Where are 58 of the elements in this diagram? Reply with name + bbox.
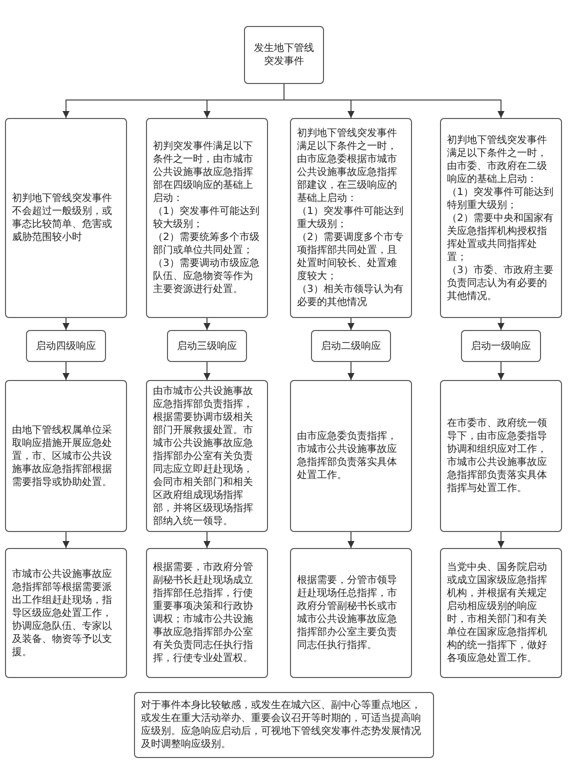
process-box xyxy=(290,548,412,678)
process-box xyxy=(5,380,127,532)
box-text: （2）需要调度多个市专项指挥部共同处置，且处置时间较长、处置难度较大； xyxy=(297,231,404,283)
arrow xyxy=(284,84,504,118)
box-text: 对于事件本身比较敏感，或发生在城六区、副中心等重点地区，或发生在重大活动举办、重要会议召开等时期的，可适当提高响应级别。应急响应启动后，可视地下管线突发事件态势发展情况及时调整响应级别。 xyxy=(141,699,422,751)
box-text: 由市应急委负责指挥，市城市公共设施事故应急指挥部负责落实具体处置工作。 xyxy=(297,430,398,482)
process-box xyxy=(440,118,562,318)
start-box xyxy=(244,26,324,84)
box-text: 初判地下管线突发事件满足以下条件之一时，由市委、市政府在二级响应的基础上启动： xyxy=(447,134,548,186)
box-text: 初判突发事件满足以下条件之一时，由市城市公共设施事故应急指挥部在四级响应的基础上启动： xyxy=(153,140,254,205)
box-text: （2）需要中央和国家有关应急指挥机构授权指挥处置或共同指挥处置； xyxy=(447,212,554,264)
box-text: 启动三级响应 xyxy=(177,340,237,352)
response-level-box xyxy=(461,330,541,362)
note-box xyxy=(134,692,434,758)
arrow xyxy=(498,362,504,380)
arrow xyxy=(498,532,504,548)
arrow xyxy=(62,362,70,380)
process-box xyxy=(440,548,562,678)
box-text: 在市委市、政府统一领导下，由市应急委指导协调和组织应对工作，市城市公共设施事故应急指挥部负责落实具体指挥与处置工作。 xyxy=(447,417,548,495)
box-text: 启动一级响应 xyxy=(471,340,531,352)
box-text: 由市城市公共设施事故应急指挥部负责指挥，根据需要协调市级相关部门开展救援处置。市城市公共设施事故应急指挥部办公室有关负责同志应立即赶赴现场，会同市相关部门和相关区政府组成现场指挥部，并将区级现场指挥部纳入统一领导。 xyxy=(153,384,254,528)
process-box xyxy=(5,118,127,318)
process-box xyxy=(290,118,412,318)
box-text: （1）突发事件可能达到重大级别； xyxy=(297,205,404,231)
box-text: 根据需要，市政府分管副秘书长赶赴现场成立指挥部任总指挥，行使重要事项决策和行政协调权；市城市公共设施事故应急指挥部办公室有关负责同志任执行指挥，行使专业处置权。 xyxy=(153,561,254,665)
response-level-box xyxy=(167,330,247,362)
box-text: （1）突发事件可能达到较大级别； xyxy=(153,205,260,231)
response-level-box xyxy=(311,330,391,362)
box-text: （2）需要统筹多个市级部门或单位共同处置； xyxy=(153,231,260,257)
box-text: 初判地下管线突发事件不会超过一般级别，或事态比较简单、危害或威胁范围较小时 xyxy=(12,192,113,244)
box-text: （3）市委、市政府主要负责同志认为有必要的其他情况。 xyxy=(447,264,554,302)
box-text: 市城市公共设施事故应急指挥部等根据需要派出工作组赶赴现场，指导区级应急处置工作，协调应急队伍、专家以及装备、物资等予以支援。 xyxy=(12,568,113,658)
box-text: （3）需要调动市级应急队伍、应急物资等作为主要资源进行处置。 xyxy=(153,257,260,296)
box-text: 启动四级响应 xyxy=(36,340,96,352)
box-text: 初判地下管线突发事件满足以下条件之一时，由市应急委根据市城市公共设施事故应急指挥部建议，在三级响应的基础上启动： xyxy=(297,127,398,205)
box-text: 当党中央、国务院启动或成立国家级应急指挥机构，并根据有关规定启动相应级别的响应时，市相关部门和有关单位在国家应急指挥机构的统一指挥下，做好各项应急处置工作。 xyxy=(447,561,548,665)
arrow xyxy=(204,362,210,380)
arrow xyxy=(498,318,504,330)
arrow xyxy=(348,362,354,380)
box-text: 由地下管线权属单位采取响应措施开展应急处置，市、区城市公共设施事故应急指挥部根据需要指导或协助处置。 xyxy=(12,424,113,488)
arrow xyxy=(348,318,354,330)
process-box xyxy=(146,380,268,532)
process-box xyxy=(290,380,412,532)
arrow xyxy=(348,532,354,548)
arrow xyxy=(62,318,70,330)
process-box xyxy=(146,548,268,678)
process-box xyxy=(146,118,268,318)
arrow xyxy=(62,532,70,548)
box-text: 发生地下管线突发事件 xyxy=(253,42,315,68)
process-box xyxy=(440,380,562,532)
process-box xyxy=(5,548,127,678)
arrow xyxy=(204,318,210,330)
box-text: （3）相关市领导认为有必要的其他情况 xyxy=(297,283,404,309)
box-text: 启动二级响应 xyxy=(321,340,381,352)
box-text: （1）突发事件可能达到特别重大级别； xyxy=(447,186,554,212)
box-text: 根据需要，分管市领导赶赴现场任总指挥，市政府分管副秘书长或市城市公共设施事故应急指挥部办公室主要负责同志任执行指挥。 xyxy=(297,574,398,652)
response-level-box xyxy=(26,330,106,362)
arrow xyxy=(204,532,210,548)
